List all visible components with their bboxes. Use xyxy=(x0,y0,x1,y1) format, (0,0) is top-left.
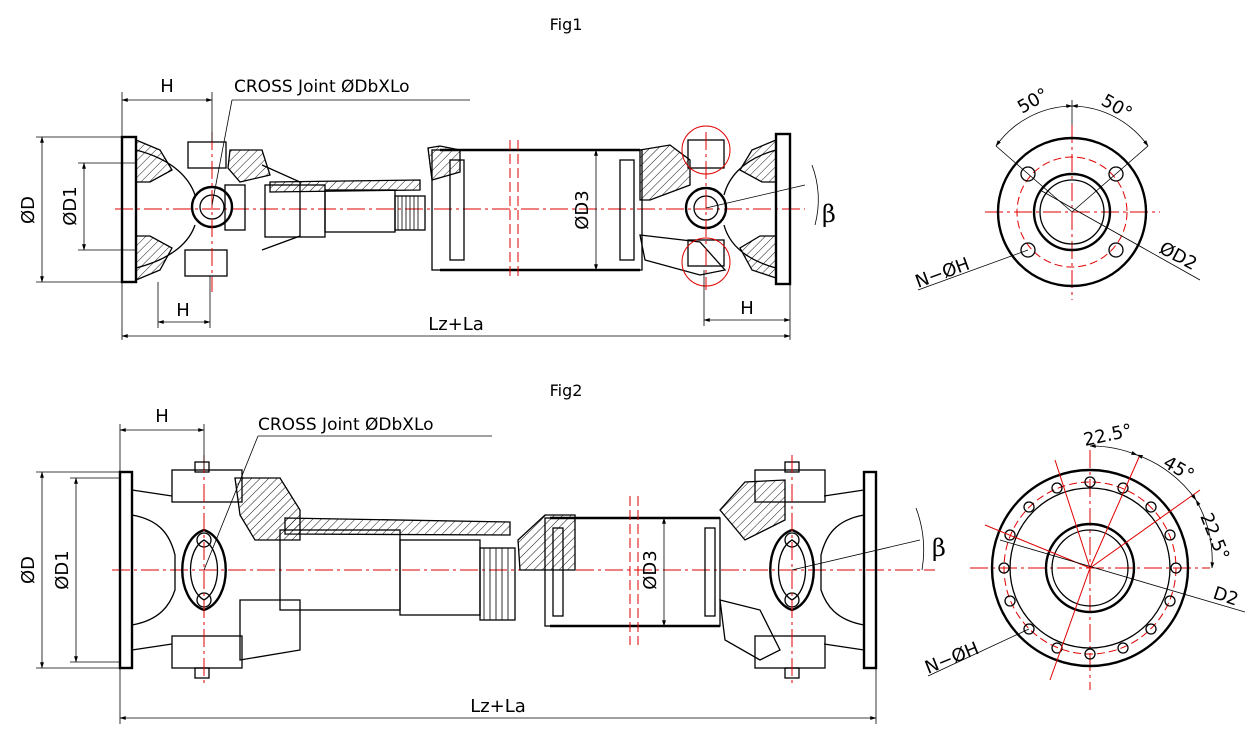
fig2-d2-label: D2 xyxy=(1210,583,1241,611)
fig1-right-flange xyxy=(723,132,792,286)
fig2: Fig2 xyxy=(18,381,1246,724)
fig2-angle-3-label: 22.5° xyxy=(1195,510,1233,563)
fig2-left-flange xyxy=(118,470,176,670)
fig2-cross-joint-label: CROSS Joint ØDbXLo xyxy=(258,415,434,435)
fig1-h-bottom-left-label: H xyxy=(176,300,190,321)
fig1-d2-label: ØD2 xyxy=(1156,238,1201,275)
fig1-left-cross-joint xyxy=(184,132,301,292)
fig2-flange-end-view: 22.5° 45° 22.5° N−ØH D2 xyxy=(922,420,1246,690)
fig2-right-cross-joint xyxy=(719,455,826,685)
fig1-spline-shaft xyxy=(264,179,426,238)
fig2-bolt-holes-label: N−ØH xyxy=(922,638,982,679)
fig1-dimensions: H CROSS Joint ØDbXLo ØD ØD1 ØD3 β H xyxy=(18,76,836,340)
fig2-length-label: Lz+La xyxy=(470,696,526,717)
fig1-flange-end-view: 50° 50° N−ØH ØD2 xyxy=(913,84,1201,300)
fig2-angle-1-label: 22.5° xyxy=(1082,420,1134,451)
fig1-angle-right-label: 50° xyxy=(1098,90,1136,124)
fig1-h-bottom-right-label: H xyxy=(740,298,754,319)
fig2-d3-label: ØD3 xyxy=(640,550,661,589)
fig2-h-top-label: H xyxy=(155,406,169,427)
fig2-shaft xyxy=(279,514,576,621)
fig2-dimensions: H CROSS Joint ØDbXLo ØD ØD1 ØD3 β Lz+La xyxy=(18,406,946,724)
fig1-d1-label: ØD1 xyxy=(60,186,81,225)
fig1: Fig1 xyxy=(18,15,1200,340)
fig1-angle-left-label: 50° xyxy=(1014,84,1052,118)
fig1-left-flange xyxy=(120,135,196,284)
fig2-d1-label: ØD1 xyxy=(52,550,73,589)
fig1-length-label: Lz+La xyxy=(428,314,484,335)
fig1-beta-label: β xyxy=(822,200,836,228)
fig2-beta-label: β xyxy=(932,534,946,562)
fig2-angle-2-label: 45° xyxy=(1160,452,1198,486)
fig1-cross-joint-label: CROSS Joint ØDbXLo xyxy=(234,77,410,97)
fig1-d-label: ØD xyxy=(18,196,39,224)
fig1-title: Fig1 xyxy=(550,15,583,34)
fig1-d3-label: ØD3 xyxy=(572,190,593,229)
fig1-bolt-holes-label: N−ØH xyxy=(913,254,973,293)
fig2-d-label: ØD xyxy=(18,556,39,584)
fig1-tube xyxy=(427,140,643,280)
fig2-tube xyxy=(544,496,721,645)
fig2-right-flange xyxy=(820,470,878,670)
fig2-title: Fig2 xyxy=(550,381,583,400)
fig1-h-top-label: H xyxy=(160,76,174,97)
fig2-left-cross-joint xyxy=(171,455,301,685)
fig1-right-cross-joint xyxy=(639,125,731,290)
